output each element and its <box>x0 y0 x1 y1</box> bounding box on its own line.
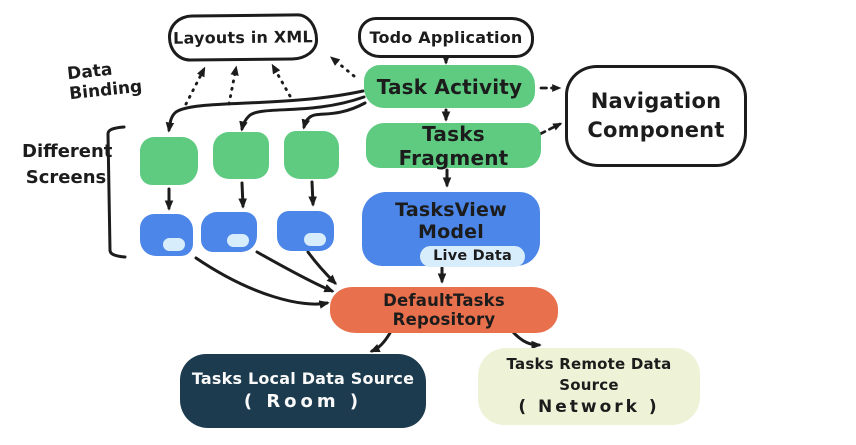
live-data-mini-pill-1 <box>163 238 185 251</box>
screen-thumbnail-3 <box>284 131 339 179</box>
node-layouts-in-xml: Layouts in XML <box>167 13 319 62</box>
live-data-mini-pill-3 <box>304 233 326 246</box>
node-tasks-fragment-label: Tasks Fragment <box>398 121 509 170</box>
live-data-mini-pill-2 <box>227 234 249 247</box>
node-tasks-fragment: Tasks Fragment <box>366 121 541 170</box>
node-tasks-local-data-source: Tasks Local Data Source ( Room ) <box>180 354 426 428</box>
node-tasks-remote-data-source: Tasks Remote Data Source ( Network ) <box>478 348 700 425</box>
node-task-activity-label: Task Activity <box>376 74 523 99</box>
live-data-badge: Live Data <box>420 246 525 267</box>
node-tasks-view-model-label: TasksView Model <box>395 199 507 243</box>
node-todo-application-label: Todo Application <box>369 28 523 47</box>
node-tasks-local-data-source-label: Tasks Local Data Source <box>191 369 415 389</box>
data-binding-label: Data Binding <box>66 59 144 105</box>
node-default-tasks-repository: DefaultTasks Repository <box>330 287 558 333</box>
view-model-thumbnail-3 <box>277 211 334 251</box>
node-default-tasks-repository-label: DefaultTasks Repository <box>383 291 505 329</box>
screen-thumbnail-1 <box>140 137 198 185</box>
node-tasks-local-data-source-sublabel: ( Room ) <box>243 390 363 412</box>
node-navigation-component-label: Navigation Component <box>587 88 725 142</box>
node-layouts-in-xml-label: Layouts in XML <box>173 27 313 48</box>
different-screens-label: Different Screens <box>22 141 113 189</box>
view-model-thumbnail-1 <box>140 214 193 256</box>
view-model-thumbnail-2 <box>201 212 257 252</box>
node-tasks-remote-data-source-label: Tasks Remote Data Source <box>506 354 672 394</box>
node-todo-application: Todo Application <box>358 17 534 58</box>
node-tasks-remote-data-source-sublabel: ( Network ) <box>518 396 660 417</box>
screen-thumbnail-2 <box>213 132 269 179</box>
node-tasks-view-model: TasksView Model Live Data <box>362 192 540 267</box>
node-task-activity: Task Activity <box>364 65 535 108</box>
node-navigation-component: Navigation Component <box>565 65 747 167</box>
